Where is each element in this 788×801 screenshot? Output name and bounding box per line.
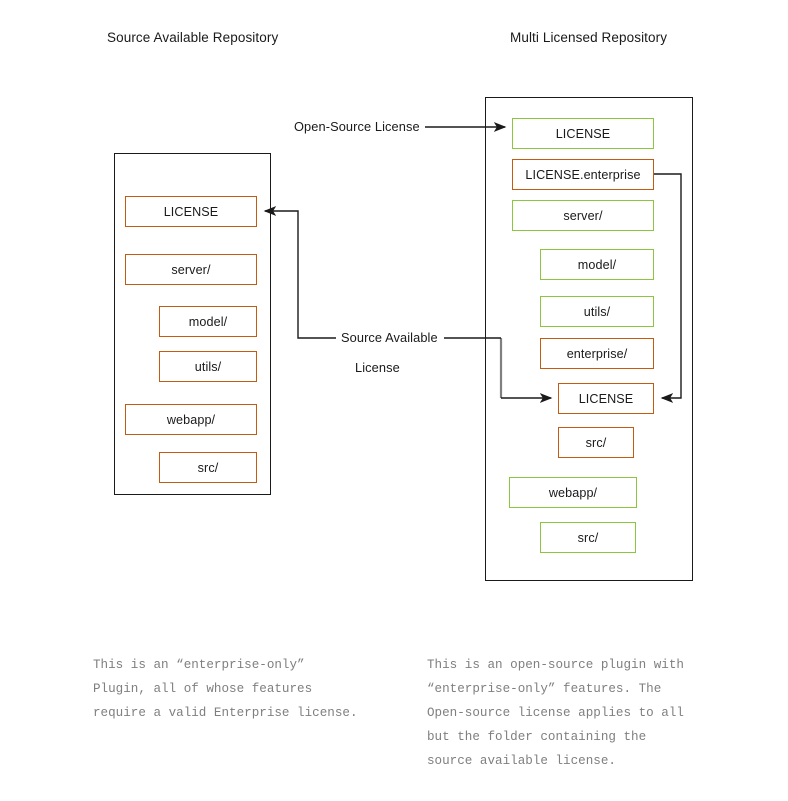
left-node-license: LICENSE bbox=[125, 196, 257, 227]
right-node-webapp: webapp/ bbox=[509, 477, 637, 508]
right-node-license-enterprise: LICENSE.enterprise bbox=[512, 159, 654, 190]
left-repo-caption: This is an “enterprise-only” Plugin, all… bbox=[93, 658, 358, 720]
right-repo-title: Multi Licensed Repository bbox=[510, 30, 668, 45]
right-node-license-open-source: LICENSE bbox=[512, 118, 654, 149]
right-node-src-open-source: src/ bbox=[540, 522, 636, 553]
connector-license-enterprise-to-inner-license bbox=[654, 173, 682, 403]
right-node-src-enterprise: src/ bbox=[558, 427, 634, 458]
right-repo-frame bbox=[485, 97, 693, 581]
edge-label-open-source-license: Open-Source License bbox=[294, 119, 420, 134]
left-node-model: model/ bbox=[159, 306, 257, 337]
right-repo-caption: This is an open-source plugin with “ente… bbox=[427, 658, 684, 768]
left-repo-frame bbox=[114, 153, 271, 495]
left-node-utils: utils/ bbox=[159, 351, 257, 382]
right-node-license-source-available: LICENSE bbox=[558, 383, 654, 414]
left-node-webapp: webapp/ bbox=[125, 404, 257, 435]
right-node-enterprise: enterprise/ bbox=[540, 338, 654, 369]
left-node-src: src/ bbox=[159, 452, 257, 483]
edge-label-source-available-line2: License bbox=[355, 360, 400, 375]
left-repo-title: Source Available Repository bbox=[107, 30, 279, 45]
right-node-server: server/ bbox=[512, 200, 654, 231]
right-node-utils: utils/ bbox=[540, 296, 654, 327]
right-node-model: model/ bbox=[540, 249, 654, 280]
left-node-server: server/ bbox=[125, 254, 257, 285]
edge-label-source-available-line1: Source Available bbox=[341, 330, 438, 345]
connector-source-available-to-left-license bbox=[263, 206, 336, 339]
